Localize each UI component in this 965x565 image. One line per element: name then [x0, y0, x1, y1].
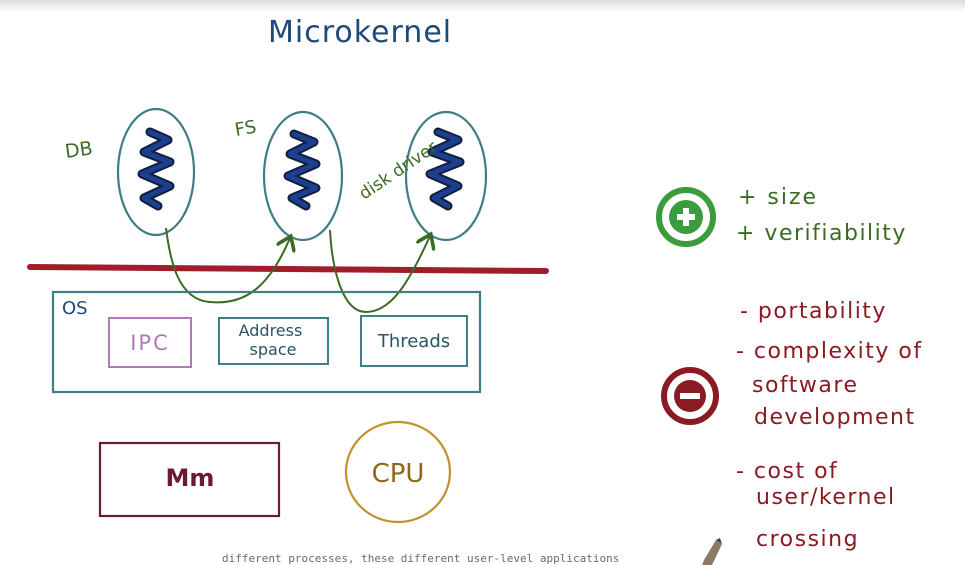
minus-circle-icon	[661, 367, 719, 425]
user-kernel-boundary-line	[27, 264, 549, 274]
con-item-portability: - portability	[740, 299, 887, 324]
con-line: software	[752, 373, 858, 398]
threads-label: Threads	[377, 331, 450, 352]
address-label-line: Address	[239, 321, 303, 340]
memory-box	[98, 441, 281, 518]
space-label-line: space	[250, 340, 297, 359]
con-line: - complexity of	[736, 339, 923, 364]
plus-circle-icon	[656, 187, 716, 247]
con-line: user/kernel	[756, 485, 896, 510]
cpu-circle	[344, 420, 452, 524]
con-line: crossing	[756, 527, 859, 552]
diagram-title: Microkernel	[268, 15, 452, 50]
con-line: development	[754, 405, 916, 430]
service-process-fs	[262, 110, 344, 242]
memory-label: Mm	[166, 464, 215, 492]
address-space-label: Address space	[239, 321, 308, 359]
address-space-box	[218, 317, 329, 365]
threads-box	[360, 315, 468, 367]
service-process-db	[116, 107, 196, 237]
subtitle-caption: different processes, these different use…	[222, 552, 620, 565]
os-label: OS	[62, 298, 88, 319]
ipc-arrow-db-to-fs	[165, 227, 290, 304]
pro-item-size: + size	[738, 185, 818, 210]
pencil-icon	[702, 538, 722, 565]
ipc-label: IPC	[130, 331, 170, 355]
con-item-cost: - cost of user/kernel crossing	[736, 459, 904, 552]
service-process-disk-driver	[404, 110, 488, 242]
service-label-fs: FS	[233, 117, 258, 141]
ipc-arrow-fs-to-disk	[329, 229, 430, 314]
ipc-box	[108, 317, 192, 368]
pro-item-verifiability: + verifiability	[736, 221, 907, 246]
cpu-label: CPU	[372, 459, 425, 489]
window-top-shadow	[0, 0, 965, 12]
service-label-db: DB	[64, 137, 94, 163]
con-item-complexity: - complexity of software development	[736, 339, 931, 430]
os-kernel-box	[51, 290, 482, 394]
con-line: - cost of	[736, 459, 838, 484]
